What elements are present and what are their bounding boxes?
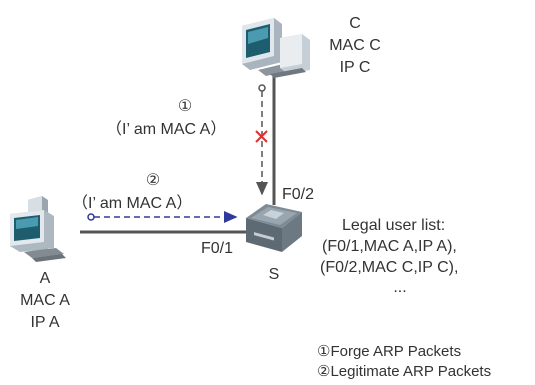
node-a-mac: MAC A bbox=[20, 292, 70, 309]
port-f01: F0/1 bbox=[201, 240, 234, 257]
forge-arrow bbox=[256, 84, 268, 196]
forge-message: （I’ am MAC A） bbox=[106, 121, 227, 138]
legend-legit: ②Legitimate ARP Packets bbox=[317, 363, 492, 380]
node-c-ip: IP C bbox=[339, 59, 371, 76]
legal-list-title: Legal user list: bbox=[342, 217, 446, 234]
node-c-mac: MAC C bbox=[329, 37, 381, 54]
legal-list-row: (F0/2,MAC C,IP C), bbox=[320, 259, 459, 276]
legend-forge: ①Forge ARP Packets bbox=[317, 343, 462, 360]
legit-message: （I’ am MAC A） bbox=[72, 195, 193, 212]
computer-a-icon bbox=[10, 196, 66, 262]
legal-list-row: (F0/1,MAC A,IP A), bbox=[322, 238, 457, 255]
computer-c-icon bbox=[242, 18, 310, 78]
node-c-name: C bbox=[349, 15, 361, 32]
node-s-name: S bbox=[268, 266, 280, 283]
legit-number: ② bbox=[145, 172, 161, 189]
block-x-icon bbox=[255, 130, 268, 143]
forge-number: ① bbox=[177, 98, 193, 115]
port-f02: F0/2 bbox=[282, 186, 315, 203]
switch-s-icon bbox=[246, 204, 302, 252]
node-a-name: A bbox=[39, 270, 51, 287]
legit-arrow bbox=[87, 211, 238, 223]
legal-list-row: ... bbox=[393, 279, 407, 296]
node-a-ip: IP A bbox=[30, 314, 60, 331]
